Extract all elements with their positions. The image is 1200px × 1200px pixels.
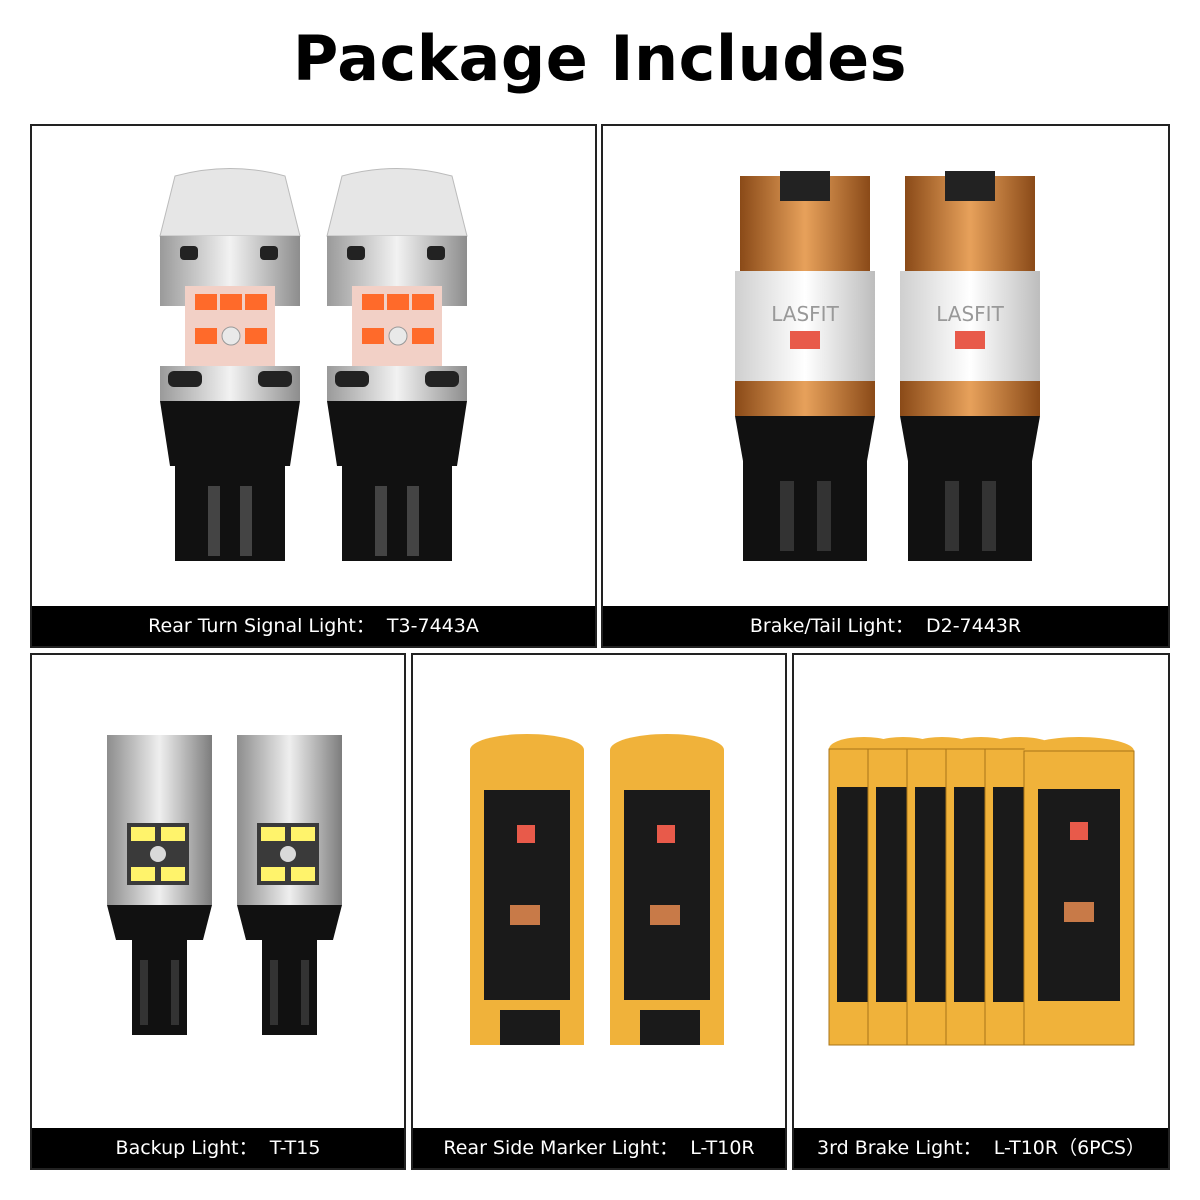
bulb-left: LASFIT bbox=[735, 171, 875, 561]
bulb-right bbox=[326, 168, 468, 561]
bulb-left bbox=[107, 735, 212, 1035]
panel-rear-turn-signal: Rear Turn Signal Light： T3-7443A bbox=[30, 124, 597, 648]
l-t10r-pair-image bbox=[470, 734, 724, 1045]
l-t10r-six-pack-image bbox=[828, 737, 1135, 1046]
brand-logo: LASFIT bbox=[936, 302, 1004, 326]
panel-brake-tail: LASFIT LASFIT Brake/Tail Light： D2-7443R bbox=[601, 124, 1170, 648]
panel-third-brake: 3rd Brake Light： L-T10R（6PCS） bbox=[792, 653, 1170, 1170]
bulb-left bbox=[159, 168, 301, 561]
bulb-right bbox=[610, 734, 724, 1045]
caption-rear-turn-signal: Rear Turn Signal Light： T3-7443A bbox=[32, 606, 595, 646]
bulb-right: LASFIT bbox=[900, 171, 1040, 561]
t-t15-bulbs-image bbox=[107, 735, 342, 1035]
brand-logo: LASFIT bbox=[771, 302, 839, 326]
caption-third-brake: 3rd Brake Light： L-T10R（6PCS） bbox=[794, 1128, 1168, 1168]
bulb-6 bbox=[1023, 737, 1135, 1046]
d2-7443r-bulbs-image: LASFIT LASFIT bbox=[735, 171, 1040, 561]
panel-backup: Backup Light： T-T15 bbox=[30, 653, 406, 1170]
t3-7443a-bulbs-image bbox=[159, 168, 468, 561]
bulb-left bbox=[470, 734, 584, 1045]
caption-backup: Backup Light： T-T15 bbox=[32, 1128, 404, 1168]
caption-rear-side-marker: Rear Side Marker Light： L-T10R bbox=[413, 1128, 785, 1168]
caption-brake-tail: Brake/Tail Light： D2-7443R bbox=[603, 606, 1168, 646]
page-title: Package Includes bbox=[292, 22, 908, 95]
panel-rear-side-marker: Rear Side Marker Light： L-T10R bbox=[411, 653, 787, 1170]
bulb-right bbox=[237, 735, 342, 1035]
